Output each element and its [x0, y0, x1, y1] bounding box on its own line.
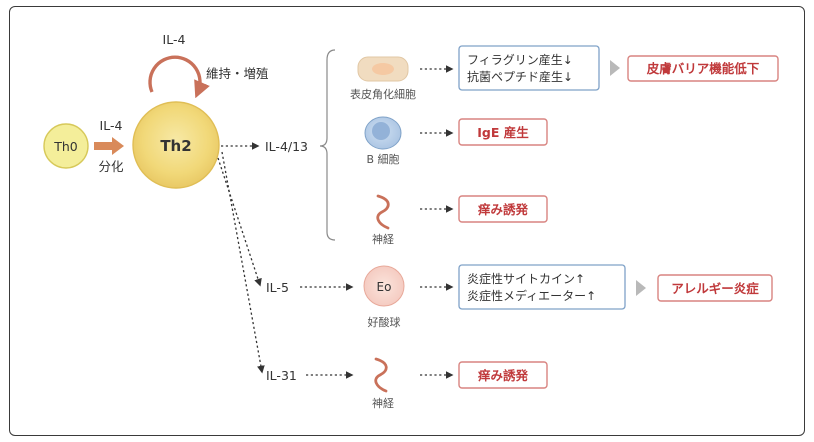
itch1-box: 痒み誘発	[458, 195, 548, 223]
il31-label: IL-31	[266, 368, 297, 383]
target-brace	[319, 49, 336, 241]
il5-label: IL-5	[266, 280, 289, 295]
arrow-to-il31	[221, 151, 265, 374]
il413-label: IL-4/13	[265, 139, 308, 154]
itch2-box: 痒み誘発	[458, 361, 548, 389]
differentiation-label: 分化	[98, 159, 124, 174]
ige-box: IgE 産生	[458, 118, 548, 146]
barrier-box: 皮膚バリア機能低下	[627, 55, 779, 82]
nerve-1: 神経	[372, 194, 394, 246]
mediator-text: 炎症性メディエーター↑	[467, 288, 596, 303]
gray-arrow-barrier	[610, 60, 620, 76]
th0-cell: Th0	[43, 123, 89, 169]
differentiation-arrow: IL-4 分化	[94, 118, 124, 174]
peptide-text: 抗菌ペプチド産生↓	[467, 69, 573, 84]
eosinophil-cell: Eo 好酸球	[363, 265, 405, 329]
bcell: B 細胞	[364, 116, 402, 166]
nerve-2: 神経	[372, 357, 394, 410]
arrow-to-il5	[217, 157, 262, 287]
maintain-label: 維持・増殖	[206, 66, 269, 81]
th2-cell: Th2	[132, 101, 220, 189]
itch1-text: 痒み誘発	[478, 202, 529, 217]
il4-left-label: IL-4	[100, 118, 123, 133]
keratinocyte-cell: 表皮角化細胞	[350, 56, 416, 101]
nerve1-label: 神経	[372, 232, 394, 246]
il4-top-label: IL-4	[163, 32, 186, 47]
nerve2-label: 神経	[372, 396, 394, 410]
gray-arrow-allergy	[636, 280, 646, 296]
bcell-label: B 細胞	[366, 153, 399, 166]
allergy-text: アレルギー炎症	[671, 281, 759, 296]
keratinocyte-effect-box: フィラグリン産生↓ 抗菌ペプチド産生↓	[458, 45, 600, 91]
allergy-box: アレルギー炎症	[657, 274, 773, 302]
il4-loop-arrow: IL-4 維持・増殖	[148, 32, 269, 99]
ige-text: IgE 産生	[477, 125, 529, 140]
keratinocyte-label: 表皮角化細胞	[350, 87, 416, 101]
itch2-text: 痒み誘発	[478, 368, 529, 383]
th0-label: Th0	[53, 139, 78, 154]
th2-label: Th2	[160, 137, 191, 155]
eo-label: Eo	[377, 280, 392, 294]
filaggrin-text: フィラグリン産生↓	[467, 52, 573, 67]
eosinophil-label: 好酸球	[368, 315, 401, 329]
eosinophil-effect-box: 炎症性サイトカイン↑ 炎症性メディエーター↑	[458, 264, 626, 310]
cytokine-text: 炎症性サイトカイン↑	[467, 271, 585, 286]
barrier-text: 皮膚バリア機能低下	[646, 61, 760, 76]
